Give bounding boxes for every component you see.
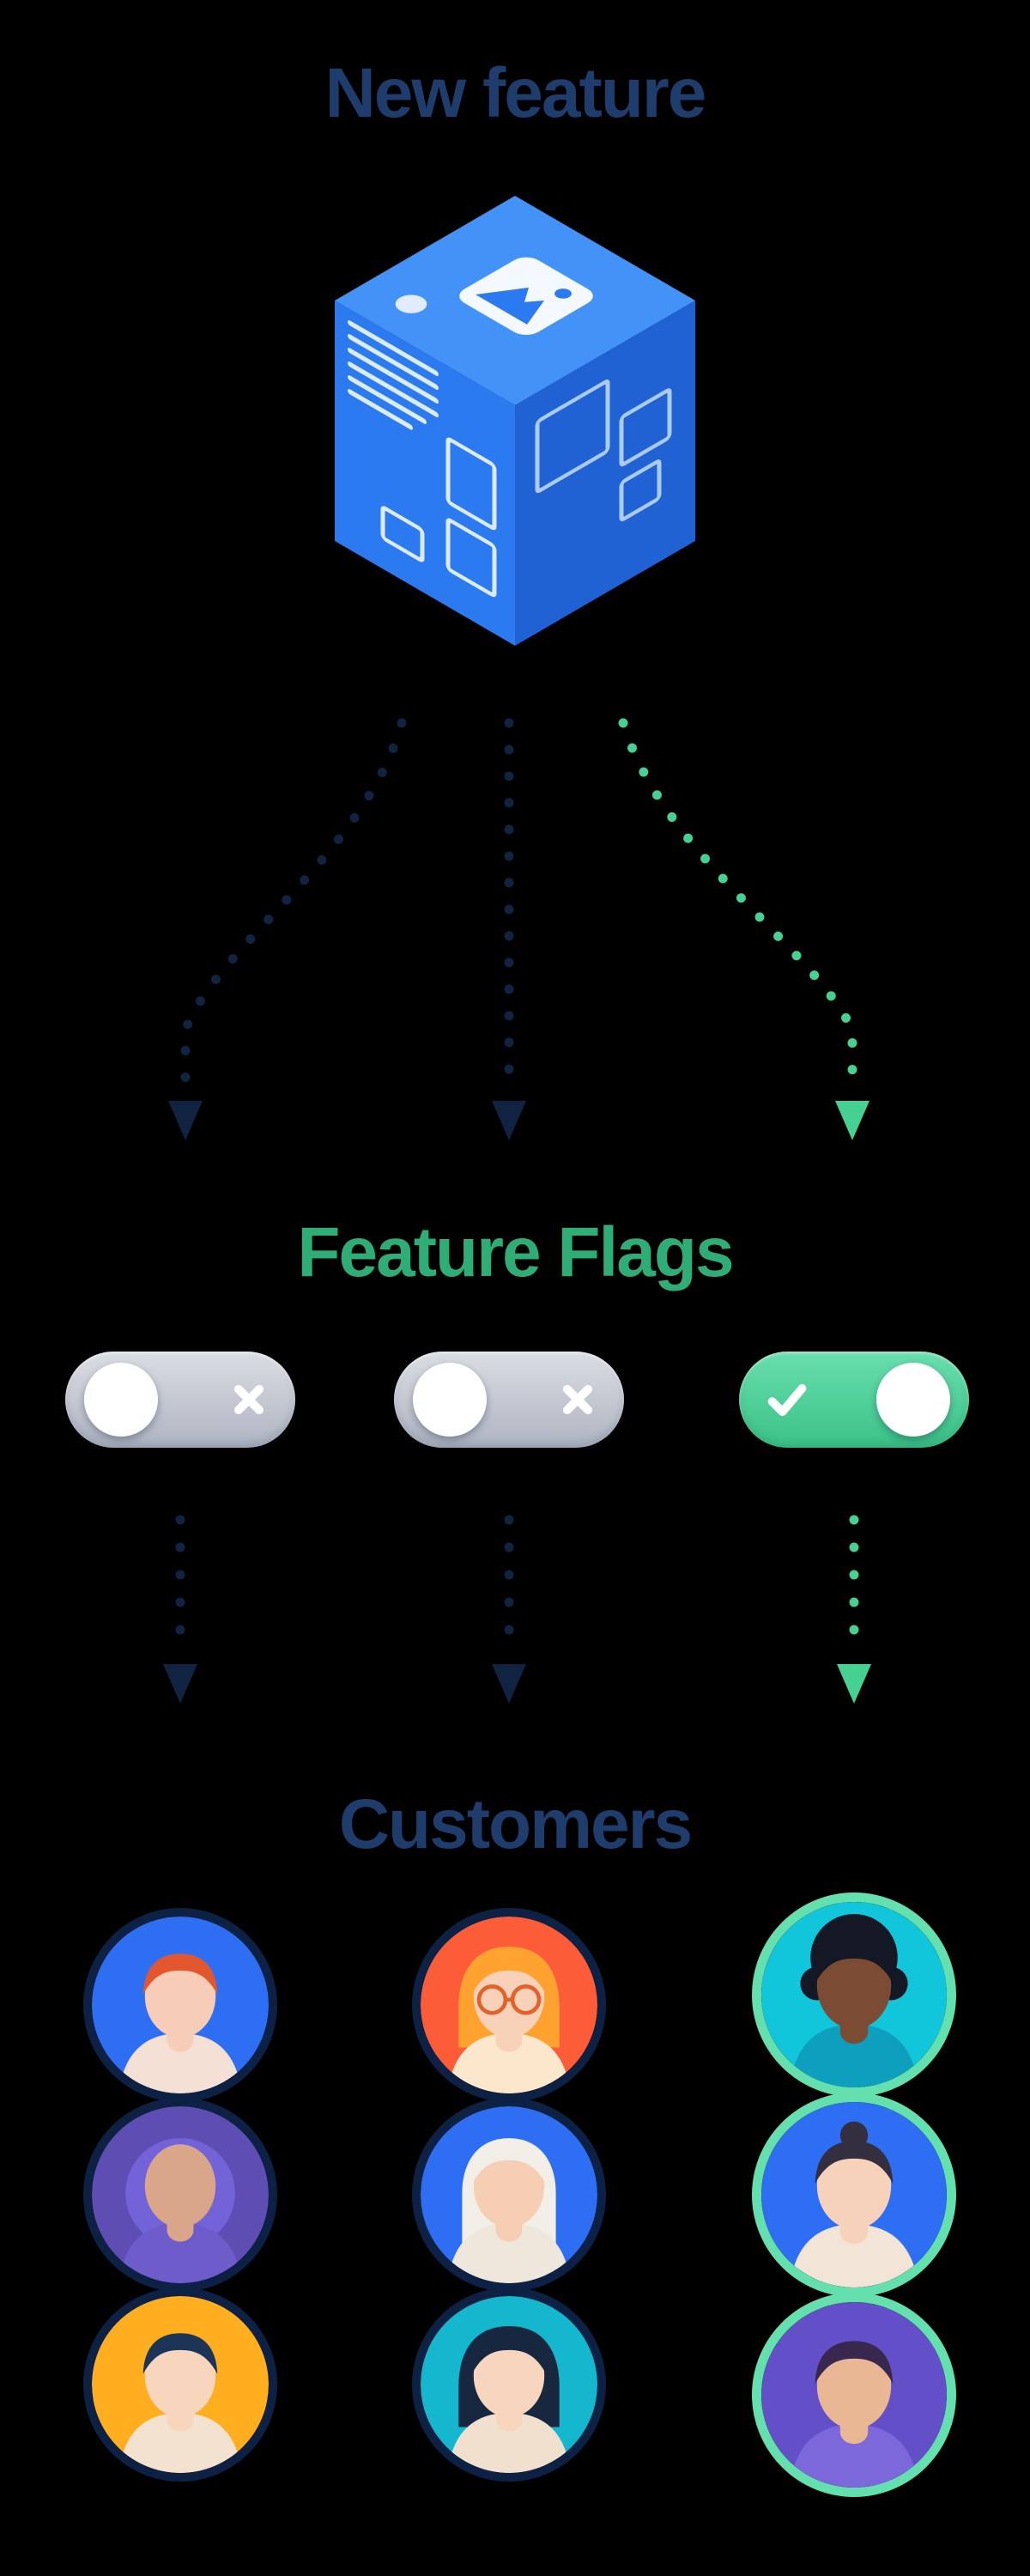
arrow-right-head: [835, 1101, 869, 1140]
customer-avatar: [83, 2287, 277, 2482]
x-icon: [233, 1384, 264, 1415]
cube-text-lines: [348, 319, 439, 430]
customer-avatar: [752, 1893, 956, 2097]
avatar-illustration: [761, 1902, 947, 2087]
avatar-illustration: [92, 1917, 269, 2093]
customer-avatar: [752, 2293, 956, 2497]
arrow-left-head: [163, 1664, 197, 1704]
customers-title: Customers: [338, 1785, 693, 1863]
cube-right-decor: [535, 380, 672, 522]
x-icon: [562, 1384, 593, 1415]
arrow-middle-head: [492, 1664, 526, 1704]
customer-avatar: [412, 2098, 606, 2292]
avatar-illustration: [421, 2296, 597, 2473]
customer-column-1: [83, 1908, 277, 2482]
toggle-knob: [84, 1363, 158, 1437]
avatar-illustration: [761, 2102, 947, 2287]
image-icon-mountain: [476, 287, 544, 325]
customer-avatar: [83, 2098, 277, 2292]
check-icon: [767, 1384, 807, 1417]
arrow-left-head: [168, 1101, 203, 1140]
arrow-right-head: [837, 1664, 871, 1704]
arrow-middle-head: [492, 1101, 526, 1140]
arrows-flags-to-customers: [163, 1515, 871, 1704]
customer-avatar: [412, 1908, 606, 2102]
feature-flag-toggle-3[interactable]: [739, 1352, 969, 1448]
cube-left-face: [335, 301, 515, 646]
new-feature-title: New feature: [324, 54, 707, 132]
feature-flag-toggle-2[interactable]: [394, 1352, 624, 1448]
cube-right-face: [515, 301, 695, 646]
customer-column-2: [412, 1908, 606, 2482]
customer-avatar: [752, 2093, 956, 2297]
toggle-knob: [876, 1363, 950, 1437]
cube-dot: [395, 295, 427, 313]
customer-avatar: [83, 1908, 277, 2102]
avatar-illustration: [421, 2106, 597, 2283]
avatar-illustration: [421, 1917, 597, 2093]
avatar-illustration: [761, 2302, 947, 2488]
toggle-knob: [413, 1363, 487, 1437]
cube-left-decor: [348, 319, 497, 598]
cube-card-outlines: [380, 437, 497, 598]
cube-top-decor: [395, 257, 593, 335]
avatar-illustration: [92, 2106, 269, 2283]
customer-avatar: [412, 2287, 606, 2482]
image-icon-sun: [554, 289, 572, 299]
customer-column-3: [752, 1893, 956, 2497]
arrow-left-dots: [180, 718, 407, 1094]
feature-flags-title: Feature Flags: [297, 1213, 734, 1291]
new-feature-cube-illustration: [335, 196, 695, 646]
arrows-cube-to-flags: [168, 718, 869, 1140]
feature-flag-toggle-1[interactable]: [65, 1352, 295, 1448]
avatar-illustration: [92, 2296, 269, 2473]
